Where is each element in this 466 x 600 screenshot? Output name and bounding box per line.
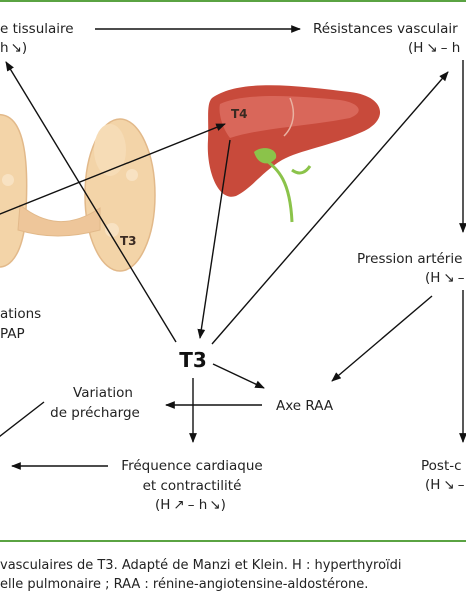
thyroid-t3-label: T3	[120, 234, 137, 248]
line-preload-to-left	[0, 401, 45, 438]
liver-illustration	[207, 85, 381, 223]
top-border	[0, 0, 466, 2]
heart-rate-direction: (H↗– h↘)	[155, 497, 226, 513]
tissue-resistance-label: e tissulaire	[0, 21, 74, 37]
arrow-pressure-to-raa	[331, 295, 433, 382]
arrow-liver-to-t3	[197, 139, 231, 339]
heart-rate-label-1: Fréquence cardiaque	[121, 458, 262, 474]
raa-axis-label: Axe RAA	[276, 398, 334, 414]
thyroid-illustration	[0, 114, 156, 272]
post-load-direction: (H↘–	[425, 477, 465, 493]
tissue-resistance-direction: h↘)	[0, 40, 27, 56]
arrow-t3-to-raa	[212, 363, 265, 389]
central-t3-label: T3	[179, 348, 207, 372]
arrows	[0, 25, 466, 470]
post-load-label: Post-c	[421, 458, 462, 474]
preload-label-1: Variation	[73, 385, 133, 401]
arterial-pressure-label: Pression artérie	[357, 251, 462, 267]
variations-pap-label-1: ations	[0, 306, 41, 322]
liver-t4-label: T4	[231, 107, 248, 121]
caption-line-1: vasculaires de T3. Adapté de Manzi et Kl…	[0, 558, 402, 573]
bottom-border	[0, 540, 466, 542]
variations-pap-label-2: PAP	[0, 326, 25, 342]
vascular-resistance-direction: (H↘– h	[408, 40, 460, 56]
preload-label-2: de précharge	[50, 405, 140, 421]
arrow-t3-to-tissue	[5, 61, 177, 343]
arrow-t3-to-vascular	[211, 71, 449, 345]
heart-rate-label-2: et contractilité	[143, 478, 242, 494]
arrow-thyroid-to-liver	[0, 123, 226, 215]
vascular-resistance-label: Résistances vasculair	[313, 21, 458, 37]
arterial-pressure-direction: (H↘–	[425, 270, 465, 286]
caption-line-2: elle pulmonaire ; RAA : rénine-angiotens…	[0, 577, 369, 592]
t3-effects-diagram: T3 T4 e tissulaire h↘) Résistances vascu…	[0, 21, 466, 513]
figure-caption: vasculaires de T3. Adapté de Manzi et Kl…	[0, 556, 466, 594]
